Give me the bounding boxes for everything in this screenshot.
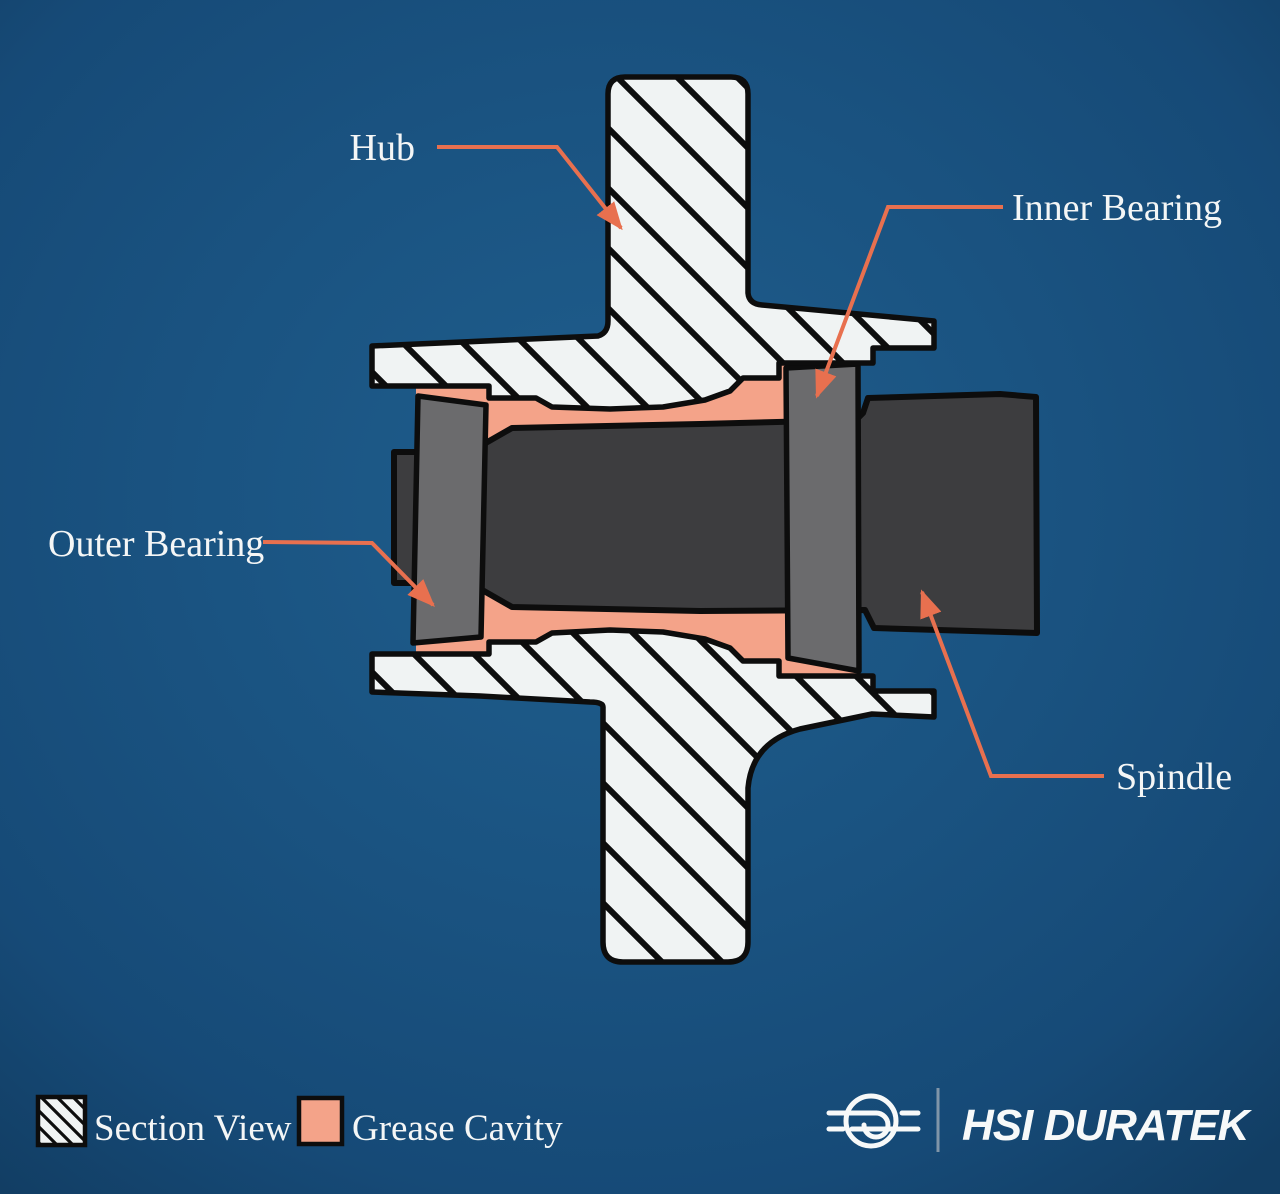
hub-label: Hub — [350, 127, 415, 169]
hub-section-top — [369, 74, 937, 412]
inner-bearing-leader-line — [815, 205, 1003, 399]
legend-label-section-view: Section View — [94, 1108, 292, 1149]
outer-bearing-shape — [410, 393, 489, 646]
hub-section-bottom — [369, 627, 937, 965]
legend-label-grease-cavity: Grease Cavity — [352, 1108, 563, 1149]
brand-logo: HSI DURATEK — [826, 1088, 1254, 1152]
outer-bearing-leader-line — [262, 540, 435, 607]
hub-leader-line — [437, 145, 623, 231]
bearing-logo-icon — [826, 1093, 921, 1149]
brand-name: HSI DURATEK — [962, 1101, 1253, 1150]
inner-bearing-label: Inner Bearing — [1012, 187, 1222, 229]
outer-bearing-label: Outer Bearing — [48, 523, 264, 565]
inner-bearing-shape — [783, 361, 862, 674]
legend-swatch-grease-cavity — [296, 1095, 345, 1147]
legend: Section View Grease Cavity — [35, 1094, 563, 1149]
spindle-label: Spindle — [1116, 756, 1232, 798]
spindle-shape — [391, 391, 1040, 636]
grease-cavity-top — [416, 363, 857, 452]
spindle-leader-line — [920, 589, 1104, 778]
legend-swatch-section-view — [35, 1094, 88, 1148]
